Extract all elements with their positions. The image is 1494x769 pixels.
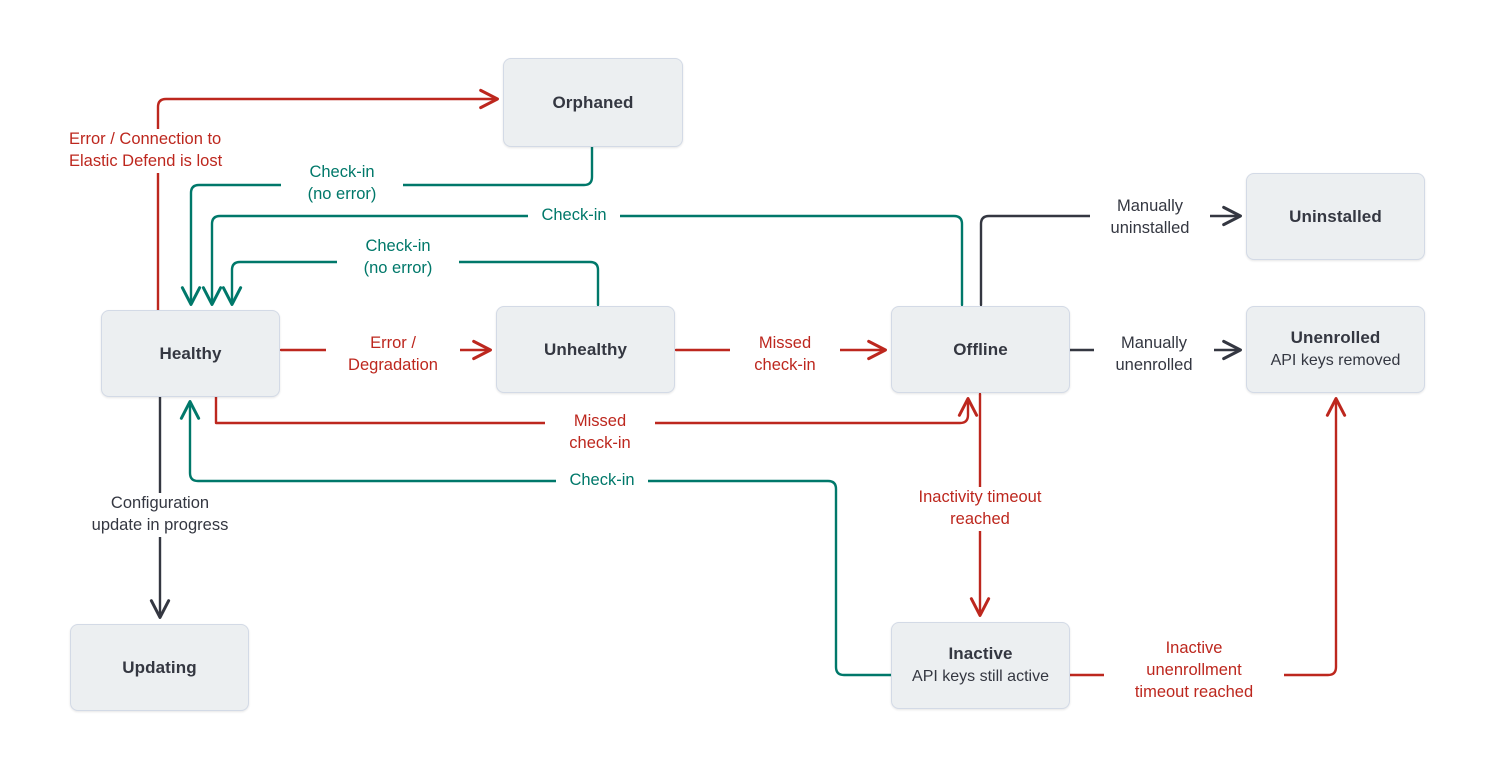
node-orphaned[interactable]: Orphaned bbox=[503, 58, 683, 147]
node-uninstalled[interactable]: Uninstalled bbox=[1246, 173, 1425, 260]
edge-label-missed-checkin-healthy: Missed check-in bbox=[545, 411, 655, 455]
node-unenrolled-subtitle: API keys removed bbox=[1270, 352, 1401, 370]
node-inactive-title: Inactive bbox=[948, 643, 1013, 663]
edge-inactive-to-unenrolled bbox=[1068, 399, 1336, 677]
edge-label-checkin-no-error-unhealthy: Check-in (no error) bbox=[337, 236, 459, 280]
edge-label-inactive-unenrollment: Inactive unenrollment timeout reached bbox=[1104, 638, 1284, 704]
node-healthy-title: Healthy bbox=[159, 343, 222, 363]
edge-healthy-to-orphaned bbox=[156, 99, 497, 312]
node-inactive-subtitle: API keys still active bbox=[912, 668, 1049, 686]
node-unenrolled-title: Unenrolled bbox=[1290, 327, 1381, 347]
edge-label-checkin-offline: Check-in bbox=[528, 205, 620, 227]
edge-label-manually-uninstalled: Manually uninstalled bbox=[1090, 196, 1210, 240]
node-updating-title: Updating bbox=[122, 657, 197, 677]
edge-label-checkin-inactive: Check-in bbox=[556, 470, 648, 492]
edge-offline-to-uninstalled bbox=[979, 216, 1240, 307]
node-unhealthy[interactable]: Unhealthy bbox=[496, 306, 675, 393]
node-unhealthy-title: Unhealthy bbox=[543, 339, 628, 359]
node-offline[interactable]: Offline bbox=[891, 306, 1070, 393]
node-updating[interactable]: Updating bbox=[70, 624, 249, 711]
edge-healthy-to-offline bbox=[214, 394, 968, 425]
edge-label-missed-checkin-unhealthy: Missed check-in bbox=[730, 333, 840, 377]
edge-label-error-connection-lost: Error / Connection to Elastic Defend is … bbox=[64, 129, 264, 173]
edge-offline-to-healthy bbox=[212, 214, 964, 307]
node-healthy[interactable]: Healthy bbox=[101, 310, 280, 397]
node-orphaned-title: Orphaned bbox=[552, 92, 634, 112]
node-uninstalled-title: Uninstalled bbox=[1289, 206, 1382, 226]
node-inactive[interactable]: Inactive API keys still active bbox=[891, 622, 1070, 709]
edge-label-manually-unenrolled: Manually unenrolled bbox=[1094, 333, 1214, 377]
edge-inactive-to-healthy bbox=[190, 402, 893, 677]
node-offline-title: Offline bbox=[953, 339, 1008, 359]
edge-label-configuration-update: Configuration update in progress bbox=[68, 493, 252, 537]
edge-label-error-degradation: Error / Degradation bbox=[326, 333, 460, 377]
node-unenrolled[interactable]: Unenrolled API keys removed bbox=[1246, 306, 1425, 393]
edge-label-checkin-no-error-orphaned: Check-in (no error) bbox=[281, 162, 403, 206]
edge-label-inactivity-timeout: Inactivity timeout reached bbox=[890, 487, 1070, 531]
